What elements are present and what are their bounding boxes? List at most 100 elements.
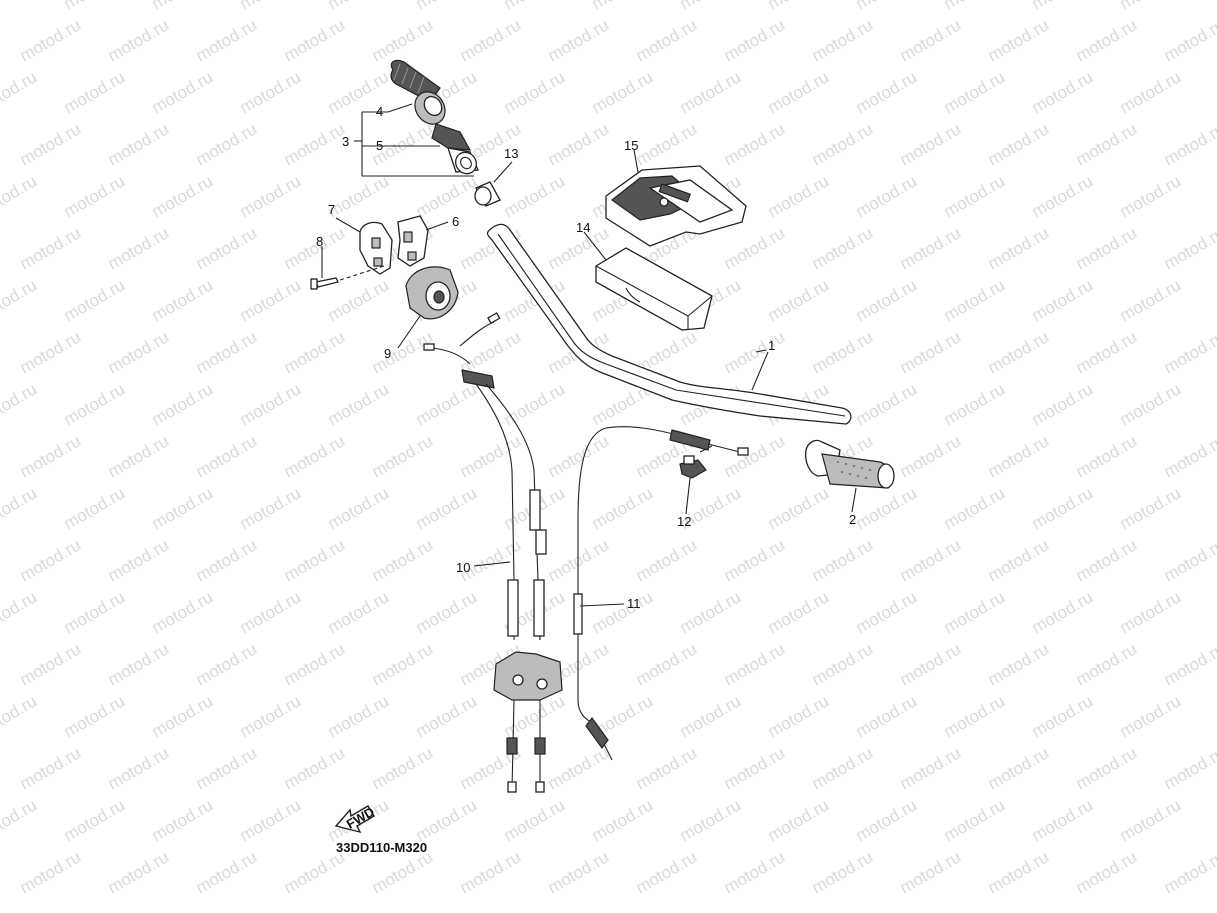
watermark-text: motod.ru — [149, 691, 217, 741]
callout-3: 3 — [342, 134, 349, 149]
clutch-cable-part[interactable] — [573, 426, 749, 761]
watermark-text: motod.ru — [765, 795, 833, 845]
watermark-text: motod.ru — [721, 535, 789, 585]
watermark-text: motod.ru — [721, 639, 789, 689]
watermark-text: motod.ru — [1029, 67, 1097, 117]
watermark-text: motod.ru — [105, 327, 173, 377]
handlebar-pad-part[interactable] — [595, 247, 713, 331]
watermark-text: motod.ru — [1161, 15, 1217, 65]
watermark-text: motod.ru — [633, 847, 701, 897]
watermark-text: motod.ru — [765, 691, 833, 741]
watermark-text: motod.ru — [457, 15, 525, 65]
callout-1: 1 — [768, 338, 775, 353]
watermark-text: motod.ru — [897, 431, 965, 481]
watermark-text: motod.ru — [105, 535, 173, 585]
watermark-text: motod.ru — [985, 535, 1053, 585]
throttle-grip-assembly[interactable] — [390, 59, 480, 177]
watermark-text: motod.ru — [17, 743, 85, 793]
watermark-text: motod.ru — [589, 0, 657, 13]
watermark-text: motod.ru — [193, 535, 261, 585]
watermark-text: motod.ru — [677, 691, 745, 741]
watermark-text: motod.ru — [61, 587, 129, 637]
watermark-text: motod.ru — [413, 483, 481, 533]
watermark-text: motod.ru — [413, 0, 481, 13]
watermark-text: motod.ru — [765, 275, 833, 325]
watermark-text: motod.ru — [1073, 535, 1141, 585]
watermark-text: motod.ru — [589, 587, 657, 637]
watermark-text: motod.ru — [193, 743, 261, 793]
watermark-text: motod.ru — [897, 743, 965, 793]
watermark-text: motod.ru — [985, 223, 1053, 273]
watermark-text: motod.ru — [149, 483, 217, 533]
watermark-text: motod.ru — [1117, 0, 1185, 13]
housing-upper-part[interactable] — [397, 215, 429, 267]
watermark-text: motod.ru — [149, 0, 217, 13]
watermark-text: motod.ru — [809, 223, 877, 273]
watermark-text: motod.ru — [0, 795, 40, 845]
left-grip-part[interactable] — [804, 439, 895, 489]
watermark-text: motod.ru — [0, 483, 40, 533]
watermark-text: motod.ru — [1029, 587, 1097, 637]
watermark-text: motod.ru — [193, 119, 261, 169]
watermark-text: motod.ru — [105, 15, 173, 65]
watermark-text: motod.ru — [1117, 67, 1185, 117]
watermark-text: motod.ru — [1161, 119, 1217, 169]
screw-part[interactable] — [310, 265, 385, 290]
watermark-text: motod.ru — [501, 379, 569, 429]
diagram-code: 33DD110-M320 — [336, 840, 427, 855]
watermark-text: motod.ru — [721, 847, 789, 897]
watermark-text: motod.ru — [325, 483, 393, 533]
callout-4: 4 — [376, 104, 383, 119]
watermark-text: motod.ru — [369, 535, 437, 585]
watermark-text: motod.ru — [413, 171, 481, 221]
handlebar-part[interactable] — [486, 223, 852, 425]
watermark-text: motod.ru — [1029, 0, 1097, 13]
watermark-text: motod.ru — [941, 483, 1009, 533]
callout-11: 11 — [627, 596, 641, 611]
throttle-cap-part[interactable] — [405, 266, 459, 320]
watermark-text: motod.ru — [941, 275, 1009, 325]
watermark-text: motod.ru — [105, 119, 173, 169]
watermark-text: motod.ru — [1029, 795, 1097, 845]
watermark-text: motod.ru — [633, 15, 701, 65]
collar-part[interactable] — [474, 181, 501, 207]
watermark-text: motod.ru — [1161, 639, 1217, 689]
watermark-text: motod.ru — [237, 379, 305, 429]
watermark-text: motod.ru — [545, 119, 613, 169]
watermark-text: motod.ru — [0, 0, 40, 13]
watermark-text: motod.ru — [457, 847, 525, 897]
watermark-text: motod.ru — [0, 67, 40, 117]
watermark-text: motod.ru — [1161, 535, 1217, 585]
watermark-text: motod.ru — [193, 639, 261, 689]
watermark-text: motod.ru — [765, 171, 833, 221]
watermark-text: motod.ru — [237, 587, 305, 637]
watermark-text: motod.ru — [1117, 379, 1185, 429]
watermark-text: motod.ru — [545, 431, 613, 481]
watermark-text: motod.ru — [237, 0, 305, 13]
watermark-text: motod.ru — [677, 67, 745, 117]
watermark-text: motod.ru — [1073, 743, 1141, 793]
watermark-text: motod.ru — [369, 431, 437, 481]
watermark-text: motod.ru — [61, 171, 129, 221]
watermark-text: motod.ru — [0, 275, 40, 325]
watermark-text: motod.ru — [985, 15, 1053, 65]
watermark-text: motod.ru — [1117, 275, 1185, 325]
watermark-text: motod.ru — [721, 327, 789, 377]
handlebar-pad-cover-part[interactable] — [605, 165, 747, 247]
grip-texture — [837, 461, 871, 479]
watermark-text: motod.ru — [809, 743, 877, 793]
watermark-text: motod.ru — [413, 587, 481, 637]
watermark-text: motod.ru — [677, 587, 745, 637]
watermark-text: motod.ru — [721, 15, 789, 65]
watermark-text: motod.ru — [369, 639, 437, 689]
watermark-text: motod.ru — [413, 379, 481, 429]
housing-lower-part[interactable] — [359, 221, 393, 275]
watermark-text: motod.ru — [985, 431, 1053, 481]
callout-13: 13 — [504, 146, 518, 161]
watermark-text: motod.ru — [457, 327, 525, 377]
watermark-text: motod.ru — [281, 119, 349, 169]
watermark-text: motod.ru — [457, 431, 525, 481]
throttle-cable-part[interactable] — [423, 312, 563, 793]
